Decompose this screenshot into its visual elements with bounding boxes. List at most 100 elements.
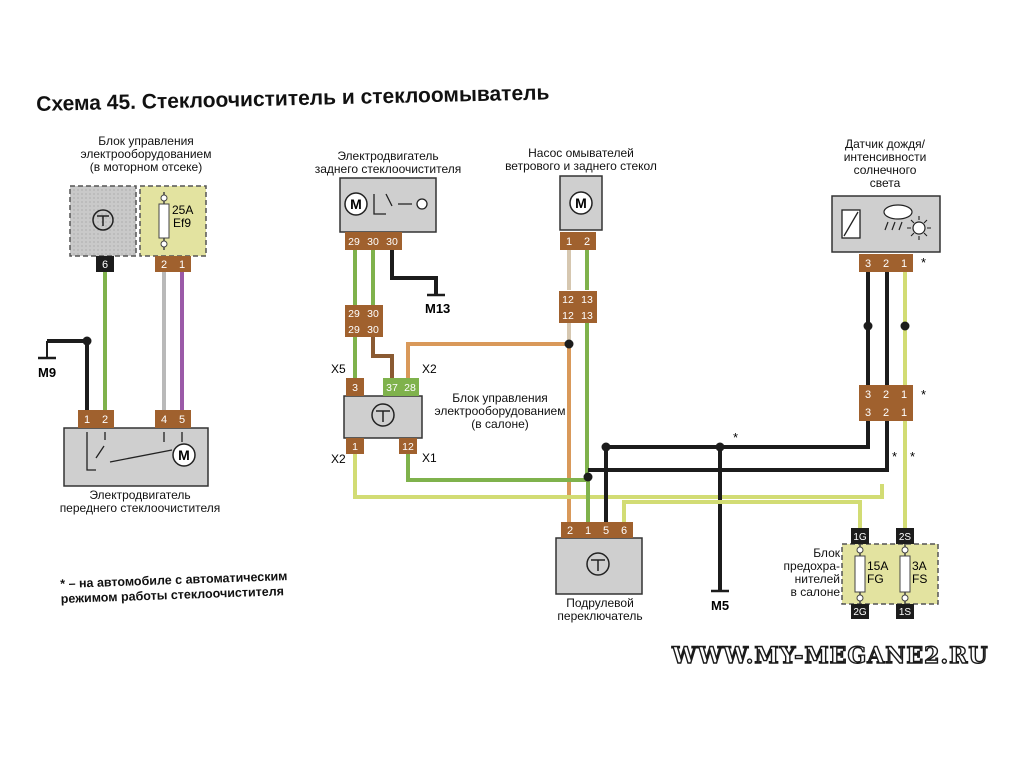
pin-label: 2 (161, 259, 167, 271)
connector-x2-top: X2 (422, 362, 437, 376)
pin-label: 1 (84, 414, 90, 426)
junction-dot (564, 339, 574, 349)
pin-label: 3 (865, 407, 871, 419)
asterisk: * (921, 387, 926, 402)
wire-brown-x2 (371, 337, 394, 378)
transistor-icon (92, 209, 114, 231)
pin-label: 30 (367, 236, 379, 248)
junction-dot (601, 442, 611, 452)
pin-label: 5 (179, 414, 185, 426)
pin-label: 6 (102, 259, 108, 271)
fuse-rating: 3A (912, 559, 927, 573)
bcm-cabin-label: Блок управления электрооборудованием (в … (434, 391, 566, 431)
pin-label: 2 (584, 236, 590, 248)
pin-label: 1 (901, 407, 907, 419)
fuse-id: FG (867, 572, 884, 586)
pin-label: 1S (899, 607, 912, 618)
motor-letter: M (350, 196, 362, 212)
pin-label: 1 (585, 525, 591, 537)
sun-icon (907, 216, 931, 240)
asterisk: * (910, 449, 915, 464)
junction-dot (583, 472, 593, 482)
rear-switch-icon (373, 193, 412, 215)
pin-label: 37 (386, 382, 398, 394)
pin-label: 2 (883, 258, 889, 270)
wire-yellow-stalk-6 (622, 500, 862, 528)
pin-label: 12 (562, 310, 574, 322)
pin-label: 1 (901, 389, 907, 401)
ground-label: M9 (38, 365, 56, 380)
connector-x1: X1 (422, 451, 437, 465)
pin-label: 2 (567, 525, 573, 537)
front-switch-icon (86, 432, 183, 471)
ground-label: M5 (711, 598, 729, 613)
fuse-rating: 15A (867, 559, 888, 573)
motor-icon-rear (344, 192, 368, 216)
asterisk: * (733, 430, 738, 445)
cabin-fusebox (841, 543, 939, 605)
rain-sensor-label: Датчик дождя/ интенсивности солнечного с… (843, 137, 927, 190)
pin-label: 13 (581, 310, 593, 322)
stalk-label: Подрулевой переключатель (557, 596, 643, 623)
connector-x2-bottom: X2 (331, 452, 346, 466)
pin-label: 13 (581, 294, 593, 306)
pin-label: 2 (102, 414, 108, 426)
connector-x5: X5 (331, 362, 346, 376)
pin-label: 4 (161, 414, 167, 426)
pin-label: 1 (566, 236, 572, 248)
pin-label: 2S (899, 532, 912, 543)
junction-dot (82, 336, 92, 346)
fuse-id: Ef9 (173, 216, 191, 230)
junction-dot (715, 442, 725, 452)
pin-label: 29 (348, 308, 360, 320)
pin-label: 3 (865, 389, 871, 401)
pin-label: 30 (367, 324, 379, 336)
pin-label: 28 (404, 382, 416, 394)
fusebox-engine (139, 185, 207, 257)
transistor-icon (586, 552, 610, 576)
motor-letter: M (178, 447, 190, 463)
pin-label: 12 (402, 441, 414, 453)
transistor-icon (371, 403, 395, 427)
fuse-rating: 25A (172, 203, 193, 217)
pin-label: 12 (562, 294, 574, 306)
pin-label: 30 (367, 308, 379, 320)
bcm-engine-label: Блок управления электрооборудованием (в … (80, 134, 212, 174)
motor-icon-pump (569, 191, 593, 215)
pin-label: 2G (853, 607, 867, 618)
fuse-fg-body (854, 555, 866, 593)
pin-label: 30 (386, 236, 398, 248)
pin-label: 2 (883, 389, 889, 401)
wire-yellow-x2-fg (353, 448, 884, 499)
wire-black-m13 (390, 250, 438, 294)
junction-dot (863, 321, 873, 331)
cam-icon (416, 198, 428, 210)
pin-label: 6 (621, 525, 627, 537)
watermark: WWW.MY-MEGANE2.RU (671, 642, 989, 669)
pin-label: 5 (603, 525, 609, 537)
pin-label: 29 (348, 236, 360, 248)
pin-label: 1G (853, 532, 867, 543)
rear-motor-label: Электродвигатель заднего стеклоочистител… (314, 149, 462, 176)
fuse-id: FS (912, 572, 927, 586)
fuse-fs-body (899, 555, 911, 593)
cloud-rain-icon (883, 204, 913, 231)
ground-label: M13 (425, 301, 450, 316)
fuse-ef9-body (158, 203, 170, 239)
asterisk: * (921, 255, 926, 270)
pin-label: 1 (901, 258, 907, 270)
pin-label: 2 (883, 407, 889, 419)
junction-dot (900, 321, 910, 331)
wire-green-x1-stalk (406, 448, 590, 522)
wire-black-sensor-2b (588, 421, 889, 472)
wire-black-sensor-3b (604, 421, 870, 522)
washer-pump-label: Насос омывателей ветрового и заднего сте… (505, 146, 657, 173)
pin-label: 3 (352, 382, 358, 394)
motor-letter: M (575, 195, 587, 211)
pin-label: 3 (865, 258, 871, 270)
pin-label: 1 (352, 441, 358, 453)
motor-icon-front (172, 443, 196, 467)
stalk-box (555, 537, 643, 595)
front-motor-label: Электродвигатель переднего стеклоочистит… (59, 488, 221, 515)
